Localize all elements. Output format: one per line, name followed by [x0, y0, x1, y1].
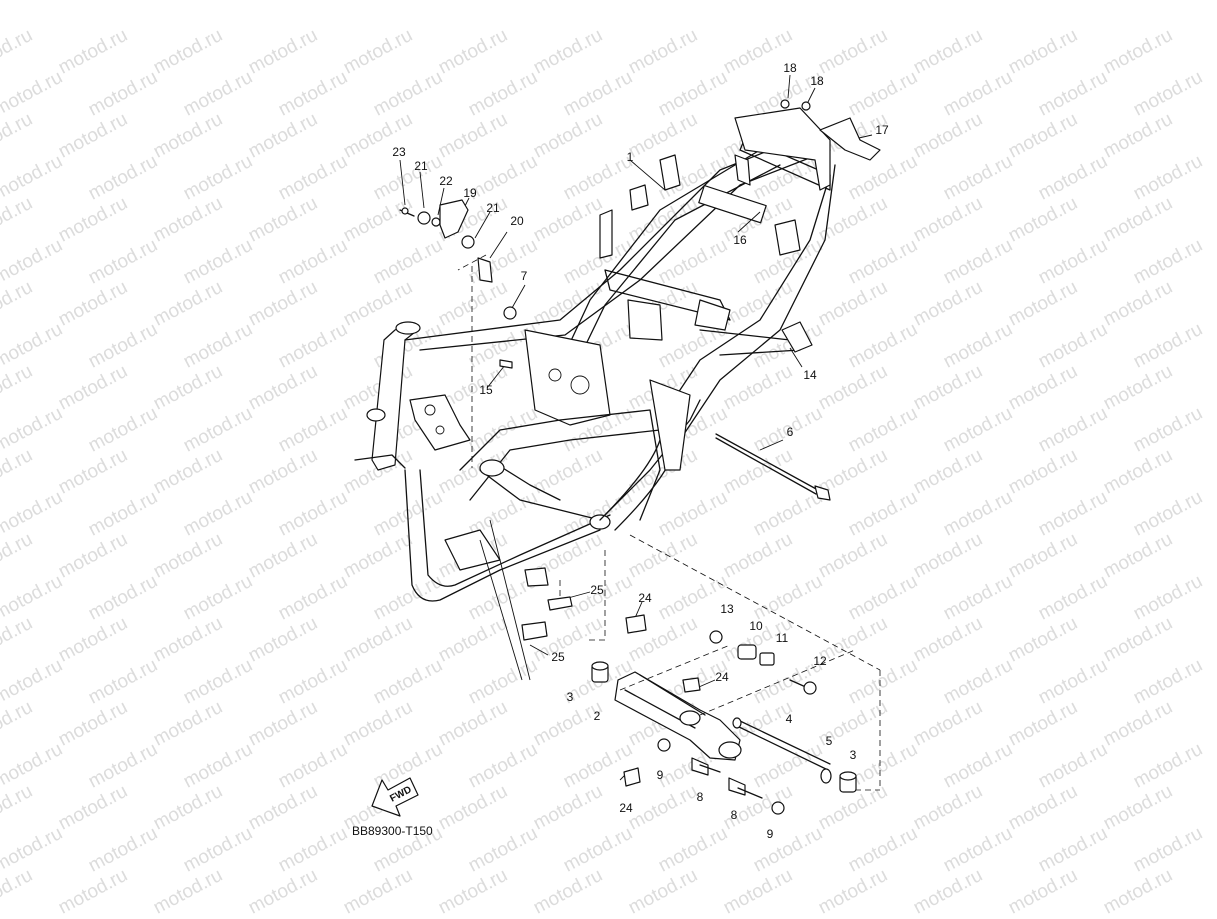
part-callout-4: 4 — [785, 712, 793, 726]
part-callout-21: 21 — [486, 201, 500, 215]
part-callout-7: 7 — [520, 269, 528, 283]
part-callout-24: 24 — [619, 801, 633, 815]
part-callout-17: 17 — [875, 123, 889, 137]
part-callout-9: 9 — [766, 827, 774, 841]
part-callout-9: 9 — [656, 768, 664, 782]
part-callout-20: 20 — [510, 214, 524, 228]
leader-lines — [399, 74, 881, 791]
steering-stop-parts — [399, 99, 881, 369]
part-callout-2: 2 — [593, 709, 601, 723]
fwd-arrow-icon — [371, 777, 419, 817]
steering-head — [371, 321, 421, 471]
part-callout-19: 19 — [463, 186, 477, 200]
part-callout-25: 25 — [551, 650, 565, 664]
part-callout-8: 8 — [730, 808, 738, 822]
part-callout-1: 1 — [626, 150, 634, 164]
diagram-code: BB89300-T150 — [352, 824, 433, 838]
part-callout-3: 3 — [849, 748, 857, 762]
part-callout-22: 22 — [439, 174, 453, 188]
engine-mount-bracket — [524, 329, 611, 426]
part-callout-24: 24 — [715, 670, 729, 684]
part-callout-21: 21 — [414, 159, 428, 173]
part-callout-16: 16 — [733, 233, 747, 247]
swingarm-assembly — [521, 433, 857, 815]
part-callout-18: 18 — [783, 61, 797, 75]
main-frame — [354, 107, 836, 602]
part-callout-6: 6 — [786, 425, 794, 439]
part-callout-8: 8 — [696, 790, 704, 804]
part-callout-3: 3 — [566, 690, 574, 704]
part-callout-13: 13 — [720, 602, 734, 616]
part-callout-18: 18 — [810, 74, 824, 88]
part-callout-25: 25 — [590, 583, 604, 597]
part-callout-10: 10 — [749, 619, 763, 633]
part-callout-11: 11 — [775, 631, 789, 645]
part-callout-12: 12 — [813, 654, 827, 668]
part-callout-24: 24 — [638, 591, 652, 605]
part-callout-14: 14 — [803, 368, 817, 382]
part-callout-23: 23 — [392, 145, 406, 159]
part-callout-15: 15 — [479, 383, 493, 397]
part-callout-5: 5 — [825, 734, 833, 748]
